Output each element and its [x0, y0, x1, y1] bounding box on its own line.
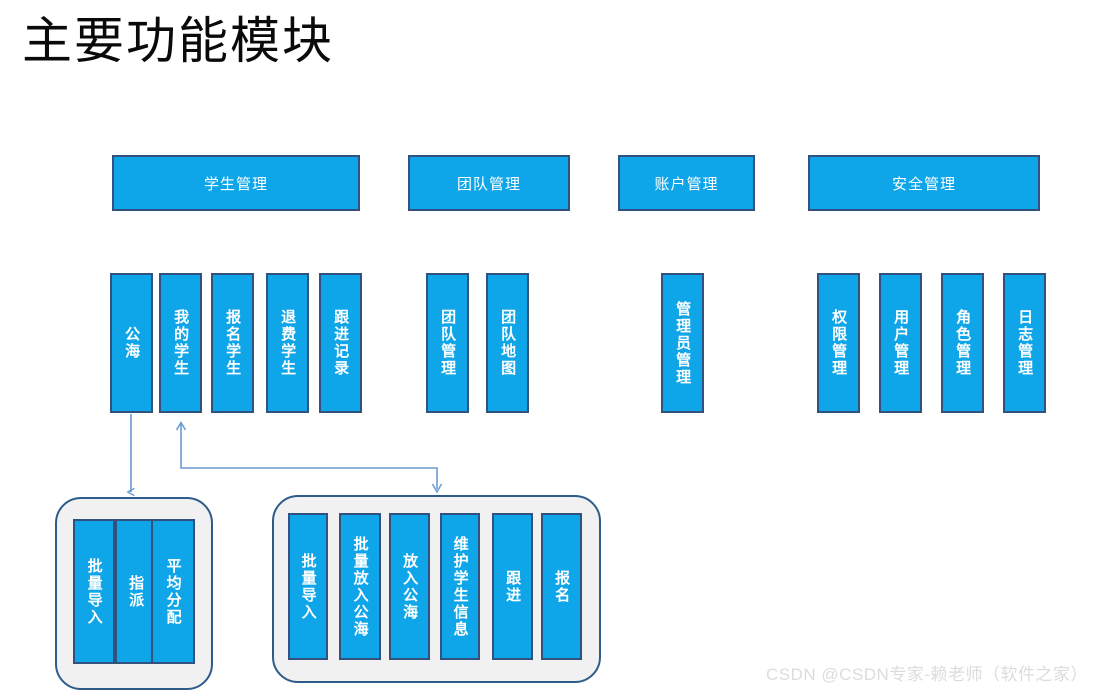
action-label: 维护学生信息 [451, 535, 469, 638]
action-label: 指派 [127, 574, 145, 609]
submodule-gonghai[interactable]: 公海 [110, 273, 153, 413]
submodule-label: 权限管理 [830, 309, 848, 377]
submodule-label: 角色管理 [954, 309, 972, 377]
module-header-account[interactable]: 账户管理 [618, 155, 755, 211]
module-header-label: 团队管理 [456, 175, 521, 193]
submodule-team-management[interactable]: 团队管理 [426, 273, 469, 413]
submodule-user-management[interactable]: 用户管理 [879, 273, 922, 413]
action-label: 平均分配 [164, 557, 182, 626]
submodule-refund-students[interactable]: 退费学生 [266, 273, 309, 413]
submodule-label: 我的学生 [172, 309, 190, 377]
module-header-label: 安全管理 [891, 175, 956, 193]
module-header-security[interactable]: 安全管理 [808, 155, 1040, 211]
csdn-watermark: CSDN @CSDN专家-赖老师（软件之家） [766, 665, 1088, 684]
submodule-label: 退费学生 [279, 309, 297, 377]
submodule-label: 日志管理 [1016, 309, 1034, 377]
submodule-label: 团队管理 [439, 309, 457, 377]
module-header-label: 学生管理 [203, 175, 268, 193]
action-label: 批量导入 [299, 552, 317, 621]
module-header-label: 账户管理 [654, 175, 719, 193]
action-label: 批量放入公海 [351, 535, 369, 638]
action-batch-import-my-students[interactable]: 批量导入 [288, 513, 328, 660]
action-label: 放入公海 [401, 552, 419, 621]
action-batch-move-to-gonghai[interactable]: 批量放入公海 [339, 513, 381, 660]
submodule-label: 团队地图 [499, 309, 517, 377]
module-header-student[interactable]: 学生管理 [112, 155, 360, 211]
submodule-label: 跟进记录 [332, 309, 350, 377]
action-label: 跟进 [504, 569, 522, 604]
action-label: 报名 [553, 569, 571, 604]
submodule-label: 公海 [123, 326, 141, 360]
submodule-my-students[interactable]: 我的学生 [159, 273, 202, 413]
submodule-permission-management[interactable]: 权限管理 [817, 273, 860, 413]
submodule-admin-management[interactable]: 管理员管理 [661, 273, 704, 413]
action-assign[interactable]: 指派 [115, 519, 156, 664]
submodule-label: 报名学生 [224, 309, 242, 377]
page-title: 主要功能模块 [22, 13, 334, 69]
submodule-enrolled-students[interactable]: 报名学生 [211, 273, 254, 413]
action-maintain-student-info[interactable]: 维护学生信息 [440, 513, 480, 660]
submodule-label: 用户管理 [892, 309, 910, 377]
submodule-team-map[interactable]: 团队地图 [486, 273, 529, 413]
module-header-team[interactable]: 团队管理 [408, 155, 570, 211]
submodule-log-management[interactable]: 日志管理 [1003, 273, 1046, 413]
submodule-label: 管理员管理 [674, 300, 692, 386]
submodule-role-management[interactable]: 角色管理 [941, 273, 984, 413]
action-label: 批量导入 [85, 557, 103, 626]
connector-my-student-elbow [175, 421, 443, 494]
action-average-distribution[interactable]: 平均分配 [151, 519, 195, 664]
action-batch-import-gonghai[interactable]: 批量导入 [73, 519, 115, 664]
action-followup[interactable]: 跟进 [492, 513, 533, 660]
submodule-followup-records[interactable]: 跟进记录 [319, 273, 362, 413]
action-enroll[interactable]: 报名 [541, 513, 582, 660]
action-move-to-gonghai[interactable]: 放入公海 [389, 513, 430, 660]
